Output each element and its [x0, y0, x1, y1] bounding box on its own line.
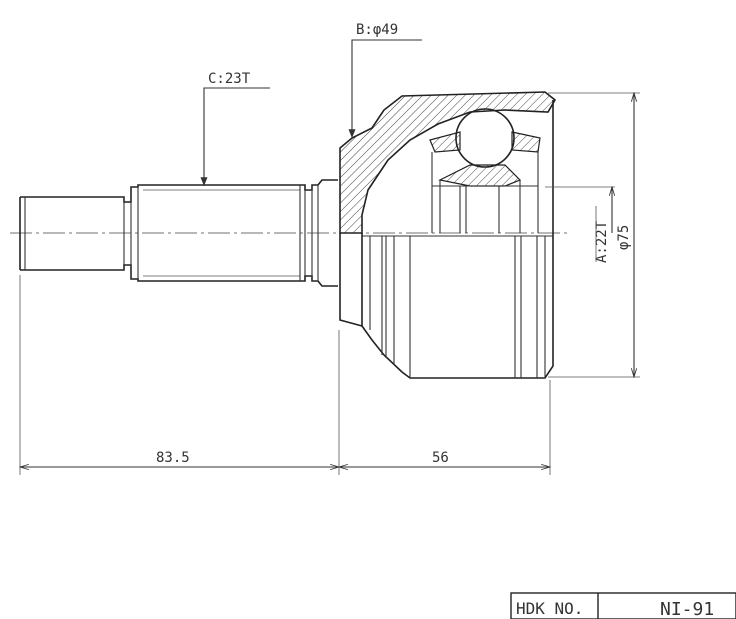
ball — [455, 108, 515, 168]
shaft-length-label: 83.5 — [156, 450, 190, 466]
title-block-label: HDK NO. — [516, 599, 583, 618]
outer-diameter-label: B:φ49 — [356, 22, 398, 38]
inner-race-hatched — [438, 164, 522, 187]
inner-race-and-ball — [429, 108, 541, 233]
outer-bell-housing — [339, 91, 557, 379]
part-number: NI-91 — [660, 599, 714, 619]
outer-diameter-callout: B:φ49 — [348, 22, 422, 138]
title-block: HDK NO. NI-91 — [510, 592, 736, 619]
shaft-spline-callout: C:23T — [200, 71, 270, 186]
stub-shaft — [19, 179, 338, 287]
length-dimensions: 83.5 56 — [20, 275, 550, 475]
cage-hatched-right — [511, 131, 541, 153]
bell-length-label: 56 — [432, 450, 449, 466]
housing-section-hatched — [339, 91, 557, 234]
inner-spline-label: A:22T — [594, 220, 610, 263]
cage-hatched — [429, 131, 461, 153]
diameter-dimensions: A:22T φ75 — [545, 93, 640, 377]
abs-diameter-label: φ75 — [616, 225, 632, 250]
shaft-spline-label: C:23T — [208, 71, 251, 87]
